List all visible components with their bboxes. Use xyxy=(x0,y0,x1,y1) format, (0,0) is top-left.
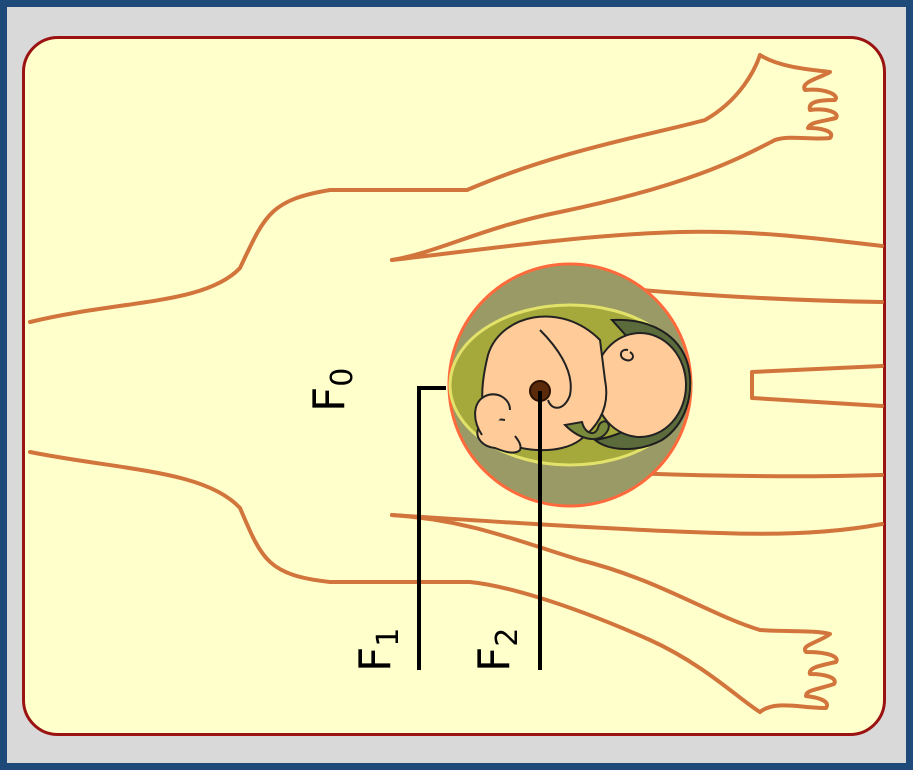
crotch-notch xyxy=(752,366,882,406)
upper-arm-bottom xyxy=(392,140,775,260)
torso-top-contour xyxy=(30,190,467,322)
fetus-head xyxy=(594,333,686,437)
lower-hand xyxy=(760,630,837,712)
label-f2: F2 xyxy=(473,628,523,672)
label-f1: F1 xyxy=(354,628,404,672)
upper-arm-top xyxy=(467,55,760,190)
womb xyxy=(449,264,691,506)
upper-hand xyxy=(760,55,837,140)
label-f0: F0 xyxy=(308,368,358,412)
f1-line xyxy=(419,388,446,670)
upper-leg-top xyxy=(392,232,882,260)
